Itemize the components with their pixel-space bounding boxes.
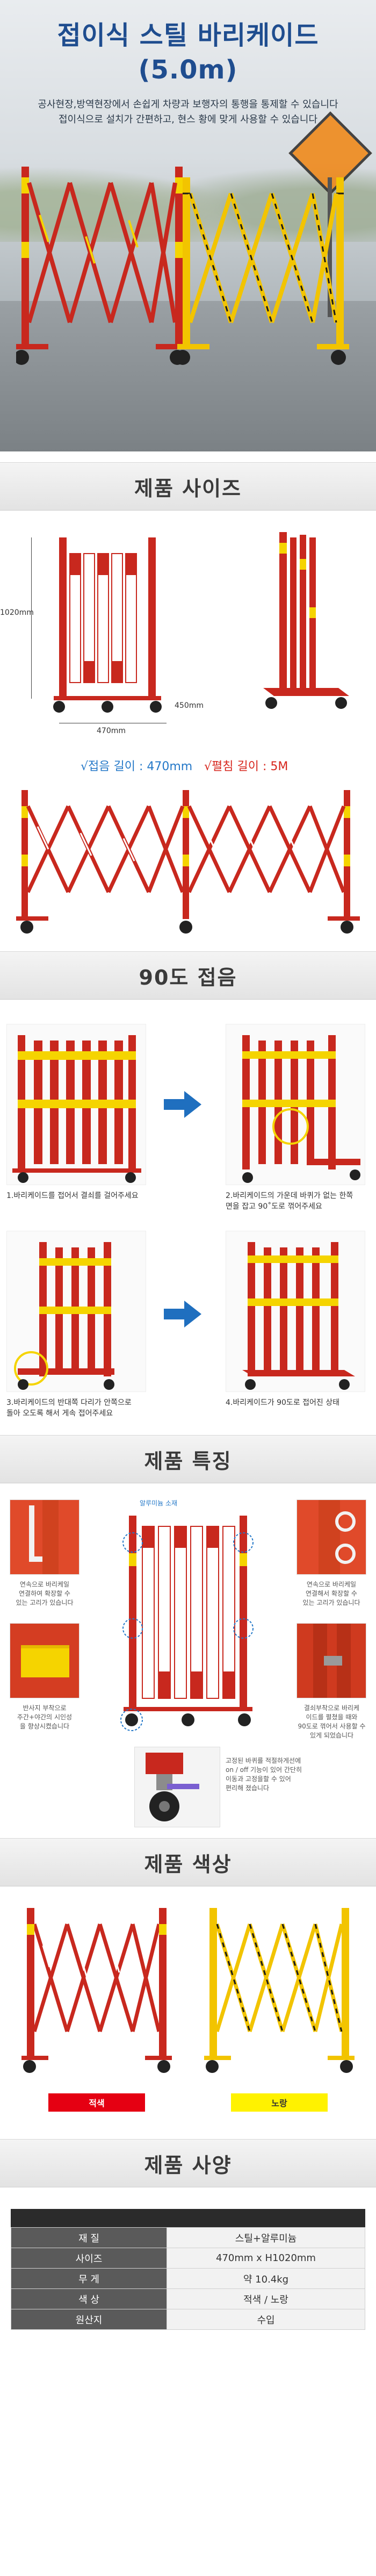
feature-reflector-text: 반사지 부착으로 주간+야간의 시인성 을 향상시켰습니다 <box>17 1704 73 1730</box>
step3-caption-line1: 3.바리케이드의 반대쪽 다리가 안쪽으로 <box>6 1398 132 1407</box>
reflector-icon <box>21 1645 69 1677</box>
ring-hook-icon <box>319 1500 356 1574</box>
feature-latch-text: 결쇠부착으로 바리케 이드를 펼쳤을 때와 90도로 꺾어서 사용할 수 있게 … <box>298 1704 366 1739</box>
spec-value: 적색 / 노랑 <box>167 2288 365 2309</box>
table-row: 사이즈 470mm x H1020mm <box>11 2248 365 2269</box>
hero-description-line1: 공사현장,방역현장에서 손쉽게 차량과 보행자의 통행을 통제할 수 있습니다 <box>38 99 338 110</box>
unfolded-view <box>16 790 360 934</box>
fold-length-label: √접음 길이 : 470mm <box>81 760 193 773</box>
step3-photo <box>6 1231 146 1392</box>
feature-hook-left-text: 연속으로 바리케일 연결하여 확장할 수 있는 고리가 있습니다 <box>16 1581 74 1606</box>
feature-wheel-photo <box>134 1747 220 1827</box>
hero-section: 접이식 스틸 바리케이드 (5.0m) 공사현장,방역현장에서 손쉽게 차량과 … <box>0 0 376 451</box>
caster-wheel-icon <box>146 1753 199 1821</box>
unfold-length-text: √펼침 길이 : 5M <box>204 760 288 773</box>
fold90-section-header: 90도 접음 <box>0 951 376 1000</box>
folded-front-view <box>53 537 162 713</box>
aluminum-material-label: 알루미늄 소재 <box>140 1499 178 1507</box>
step4-caption: 4.바리케이드가 90도로 접어진 상태 <box>226 1398 339 1407</box>
hook-icon <box>29 1500 59 1574</box>
step1-barricade-icon <box>12 1035 141 1183</box>
height-dimension-line <box>31 537 32 699</box>
spec-value: 스틸+알루미늄 <box>167 2227 365 2248</box>
step2-photo <box>226 1024 365 1185</box>
spec-value: 470mm x H1020mm <box>167 2248 365 2269</box>
table-row: 무 게 약 10.4kg <box>11 2268 365 2289</box>
feature-latch-photo <box>297 1623 366 1698</box>
features-heading: 제품 특징 <box>144 1449 232 1473</box>
table-row: 재 질 스틸+알루미늄 <box>11 2227 365 2248</box>
hero-title: 접이식 스틸 바리케이드 <box>57 20 319 51</box>
depth-label: 450mm <box>175 701 204 710</box>
step3-barricade-icon <box>14 1242 114 1390</box>
feature-hook-right-text: 연속으로 바리케일 연결해서 확장할 수 있는 고리가 있습니다 <box>302 1581 360 1606</box>
features-section-header: 제품 특징 <box>0 1435 376 1483</box>
step1-photo <box>6 1024 146 1185</box>
yellow-barricade-illustration <box>177 177 349 365</box>
step1-next-arrow-icon <box>164 1091 201 1120</box>
feature-center-barricade <box>120 1516 254 1731</box>
table-row: 색 상 적색 / 노랑 <box>11 2288 365 2309</box>
red-color-chip: 적색 <box>48 2093 145 2112</box>
hero-description-line2: 접이식으로 설치가 간편하고, 현스 황에 맞게 사용할 수 있습니다 <box>58 114 318 125</box>
spec-section-header: 제품 사양 <box>0 2139 376 2187</box>
yellow-barricade-color-view <box>204 1908 355 2073</box>
size-section-header: 제품 사이즈 <box>0 462 376 511</box>
red-barricade-color-view <box>21 1908 172 2073</box>
yellow-color-chip: 노랑 <box>231 2093 328 2112</box>
table-row: 원산지 수입 <box>11 2309 365 2330</box>
step1-caption: 1.바리케이드를 접어서 결쇠를 걸어주세요 <box>6 1192 139 1200</box>
colors-section-header: 제품 색상 <box>0 1838 376 1886</box>
step2-caption-line2: 면을 잡고 90˚도로 꺾어주세요 <box>226 1202 322 1211</box>
spec-heading: 제품 사양 <box>144 2153 232 2177</box>
spec-key: 재 질 <box>11 2227 167 2248</box>
step3-next-arrow-icon <box>164 1301 201 1330</box>
step2-barricade-icon <box>242 1035 360 1183</box>
step2-caption-line1: 2.바리케이드의 가운데 바퀴가 없는 한쪽 <box>226 1192 353 1200</box>
spec-key: 원산지 <box>11 2309 167 2330</box>
feature-reflector-photo <box>10 1623 79 1698</box>
spec-table: 재 질 스틸+알루미늄 사이즈 470mm x H1020mm 무 게 약 10… <box>11 2227 365 2330</box>
spec-table-top-bar <box>11 2209 365 2227</box>
colors-heading: 제품 색상 <box>144 1852 232 1876</box>
spec-value: 수입 <box>167 2309 365 2330</box>
spec-key: 사이즈 <box>11 2248 167 2269</box>
feature-wheel-text: 고정된 바퀴를 적절하게선에 on / off 기능이 있어 간단히 이동과 고… <box>226 1757 302 1792</box>
width-label: 470mm <box>97 727 126 735</box>
hero-title-size: (5.0m) <box>138 55 238 85</box>
size-heading: 제품 사이즈 <box>134 476 242 500</box>
step4-barricade-icon <box>242 1242 355 1390</box>
step3-caption-line2: 돌아 오도록 해서 게속 접어주세요 <box>6 1409 113 1418</box>
red-barricade-illustration <box>16 167 188 365</box>
folded-side-view <box>263 532 349 709</box>
unfold-length-label: √펼침 길이 : 5M <box>204 757 288 774</box>
step4-photo <box>226 1231 365 1392</box>
latch-icon <box>313 1624 351 1698</box>
height-label: 1020mm <box>0 608 34 617</box>
spec-value: 약 10.4kg <box>167 2268 365 2289</box>
spec-key: 색 상 <box>11 2288 167 2309</box>
fold90-heading: 90도 접음 <box>139 965 237 989</box>
feature-hook-left-photo <box>10 1499 79 1575</box>
spec-key: 무 게 <box>11 2268 167 2289</box>
sign-post <box>328 177 332 317</box>
feature-hook-right-photo <box>297 1499 366 1575</box>
